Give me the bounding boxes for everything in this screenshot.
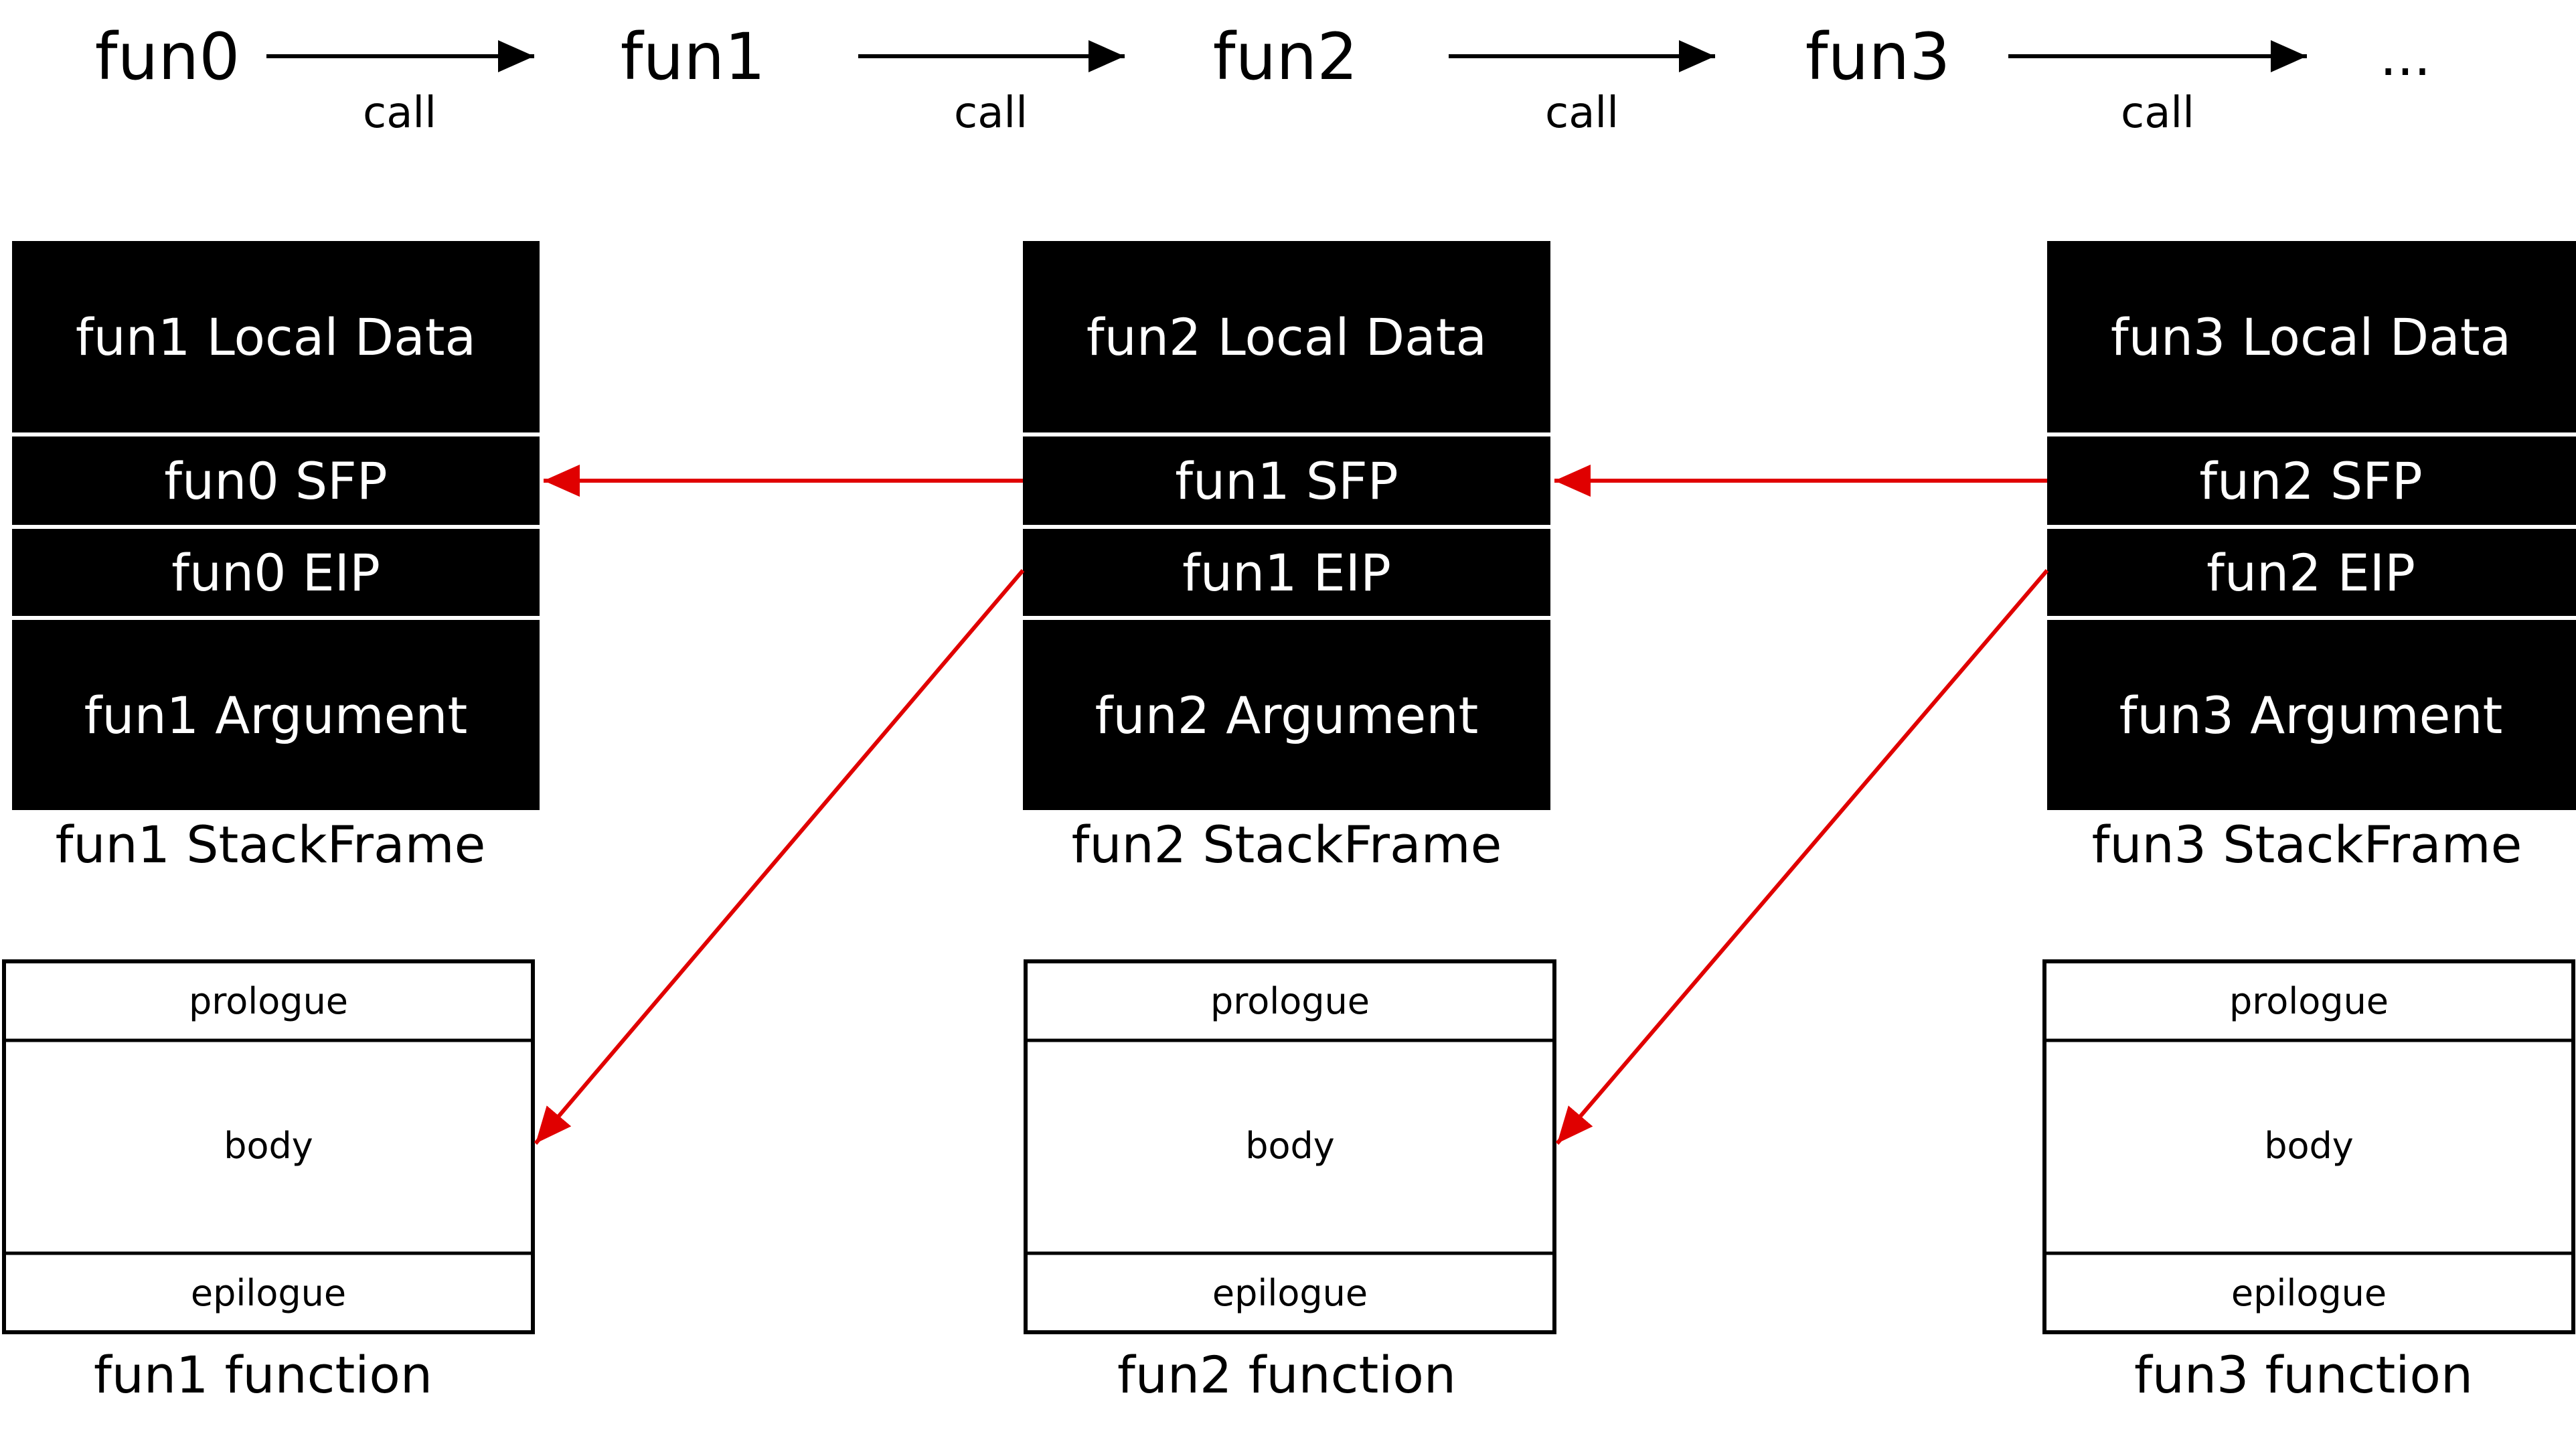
frame-caption: fun2 StackFrame [1072,815,1502,874]
stack-frame-fun3: fun3 Local Data fun2 SFP fun2 EIP fun3 A… [2047,241,2576,874]
function-prologue-label: prologue [2229,980,2389,1022]
frame-local-block [2047,241,2576,432]
frame-eip-label: fun1 EIP [1182,543,1391,603]
call-chain-fun2: fun2 [1213,19,1358,94]
frame-caption: fun1 StackFrame [56,815,486,874]
stack-frame-fun1: fun1 Local Data fun0 SFP fun0 EIP fun1 A… [12,241,540,874]
frame-eip-block [1023,529,1550,616]
frame-argument-label: fun3 Argument [2119,686,2503,745]
function-caption: fun1 function [94,1345,432,1405]
call-chain-fun1: fun1 [621,19,766,94]
frame-caption: fun3 StackFrame [2092,815,2522,874]
frame-sfp-label: fun0 SFP [164,451,387,511]
call-chain-fun0: fun0 [95,19,240,94]
frame-argument-block [2047,620,2576,810]
frame-local-label: fun3 Local Data [2111,307,2511,367]
call-label-4: call [2121,88,2194,138]
function-body-label: body [2264,1125,2354,1167]
function-fun2: prologue body epilogue fun2 function [1024,959,1556,1405]
frame-local-block [1023,241,1550,432]
call-chain-fun3: fun3 [1805,19,1951,94]
frame-local-label: fun2 Local Data [1086,307,1487,367]
frame-eip-label: fun0 EIP [171,543,380,603]
call-label-2: call [954,88,1028,138]
call-label-3: call [1545,88,1619,138]
function-caption: fun2 function [1117,1345,1456,1405]
frame-eip-label: fun2 EIP [2206,543,2415,603]
eip-return-arrow [1555,569,2049,1145]
function-fun3: prologue body epilogue fun3 function [2042,959,2575,1405]
function-body-label: body [1245,1125,1335,1167]
function-body-label: body [224,1125,313,1167]
frame-eip-block [12,529,540,616]
frame-sfp-label: fun2 SFP [2199,451,2422,511]
eip-return-arrow [534,569,1025,1145]
frame-local-block [12,241,540,432]
function-epilogue-label: epilogue [2231,1272,2387,1314]
function-box [2,959,535,1334]
frame-sfp-block [2047,436,2576,525]
call-chain: fun0 fun1 fun2 fun3 ... call call call c… [95,19,2431,138]
frame-argument-block [1023,620,1550,810]
frame-sfp-label: fun1 SFP [1175,451,1398,511]
frame-argument-block [12,620,540,810]
function-box [2042,959,2575,1334]
function-epilogue-label: epilogue [1212,1272,1368,1314]
function-caption: fun3 function [2134,1345,2473,1405]
function-prologue-label: prologue [1210,980,1370,1022]
call-label-1: call [363,88,436,138]
call-chain-ellipsis: ... [2380,25,2431,88]
function-box [1024,959,1556,1334]
stack-frame-fun2: fun2 Local Data fun1 SFP fun1 EIP fun2 A… [1023,241,1550,874]
function-fun1: prologue body epilogue fun1 function [2,959,535,1405]
frame-argument-label: fun2 Argument [1095,686,1479,745]
frame-eip-block [2047,529,2576,616]
frame-local-label: fun1 Local Data [76,307,476,367]
frame-sfp-block [1023,436,1550,525]
frame-sfp-block [12,436,540,525]
function-epilogue-label: epilogue [191,1272,346,1314]
function-prologue-label: prologue [189,980,348,1022]
frame-argument-label: fun1 Argument [84,686,468,745]
frame-links [534,465,2049,1145]
